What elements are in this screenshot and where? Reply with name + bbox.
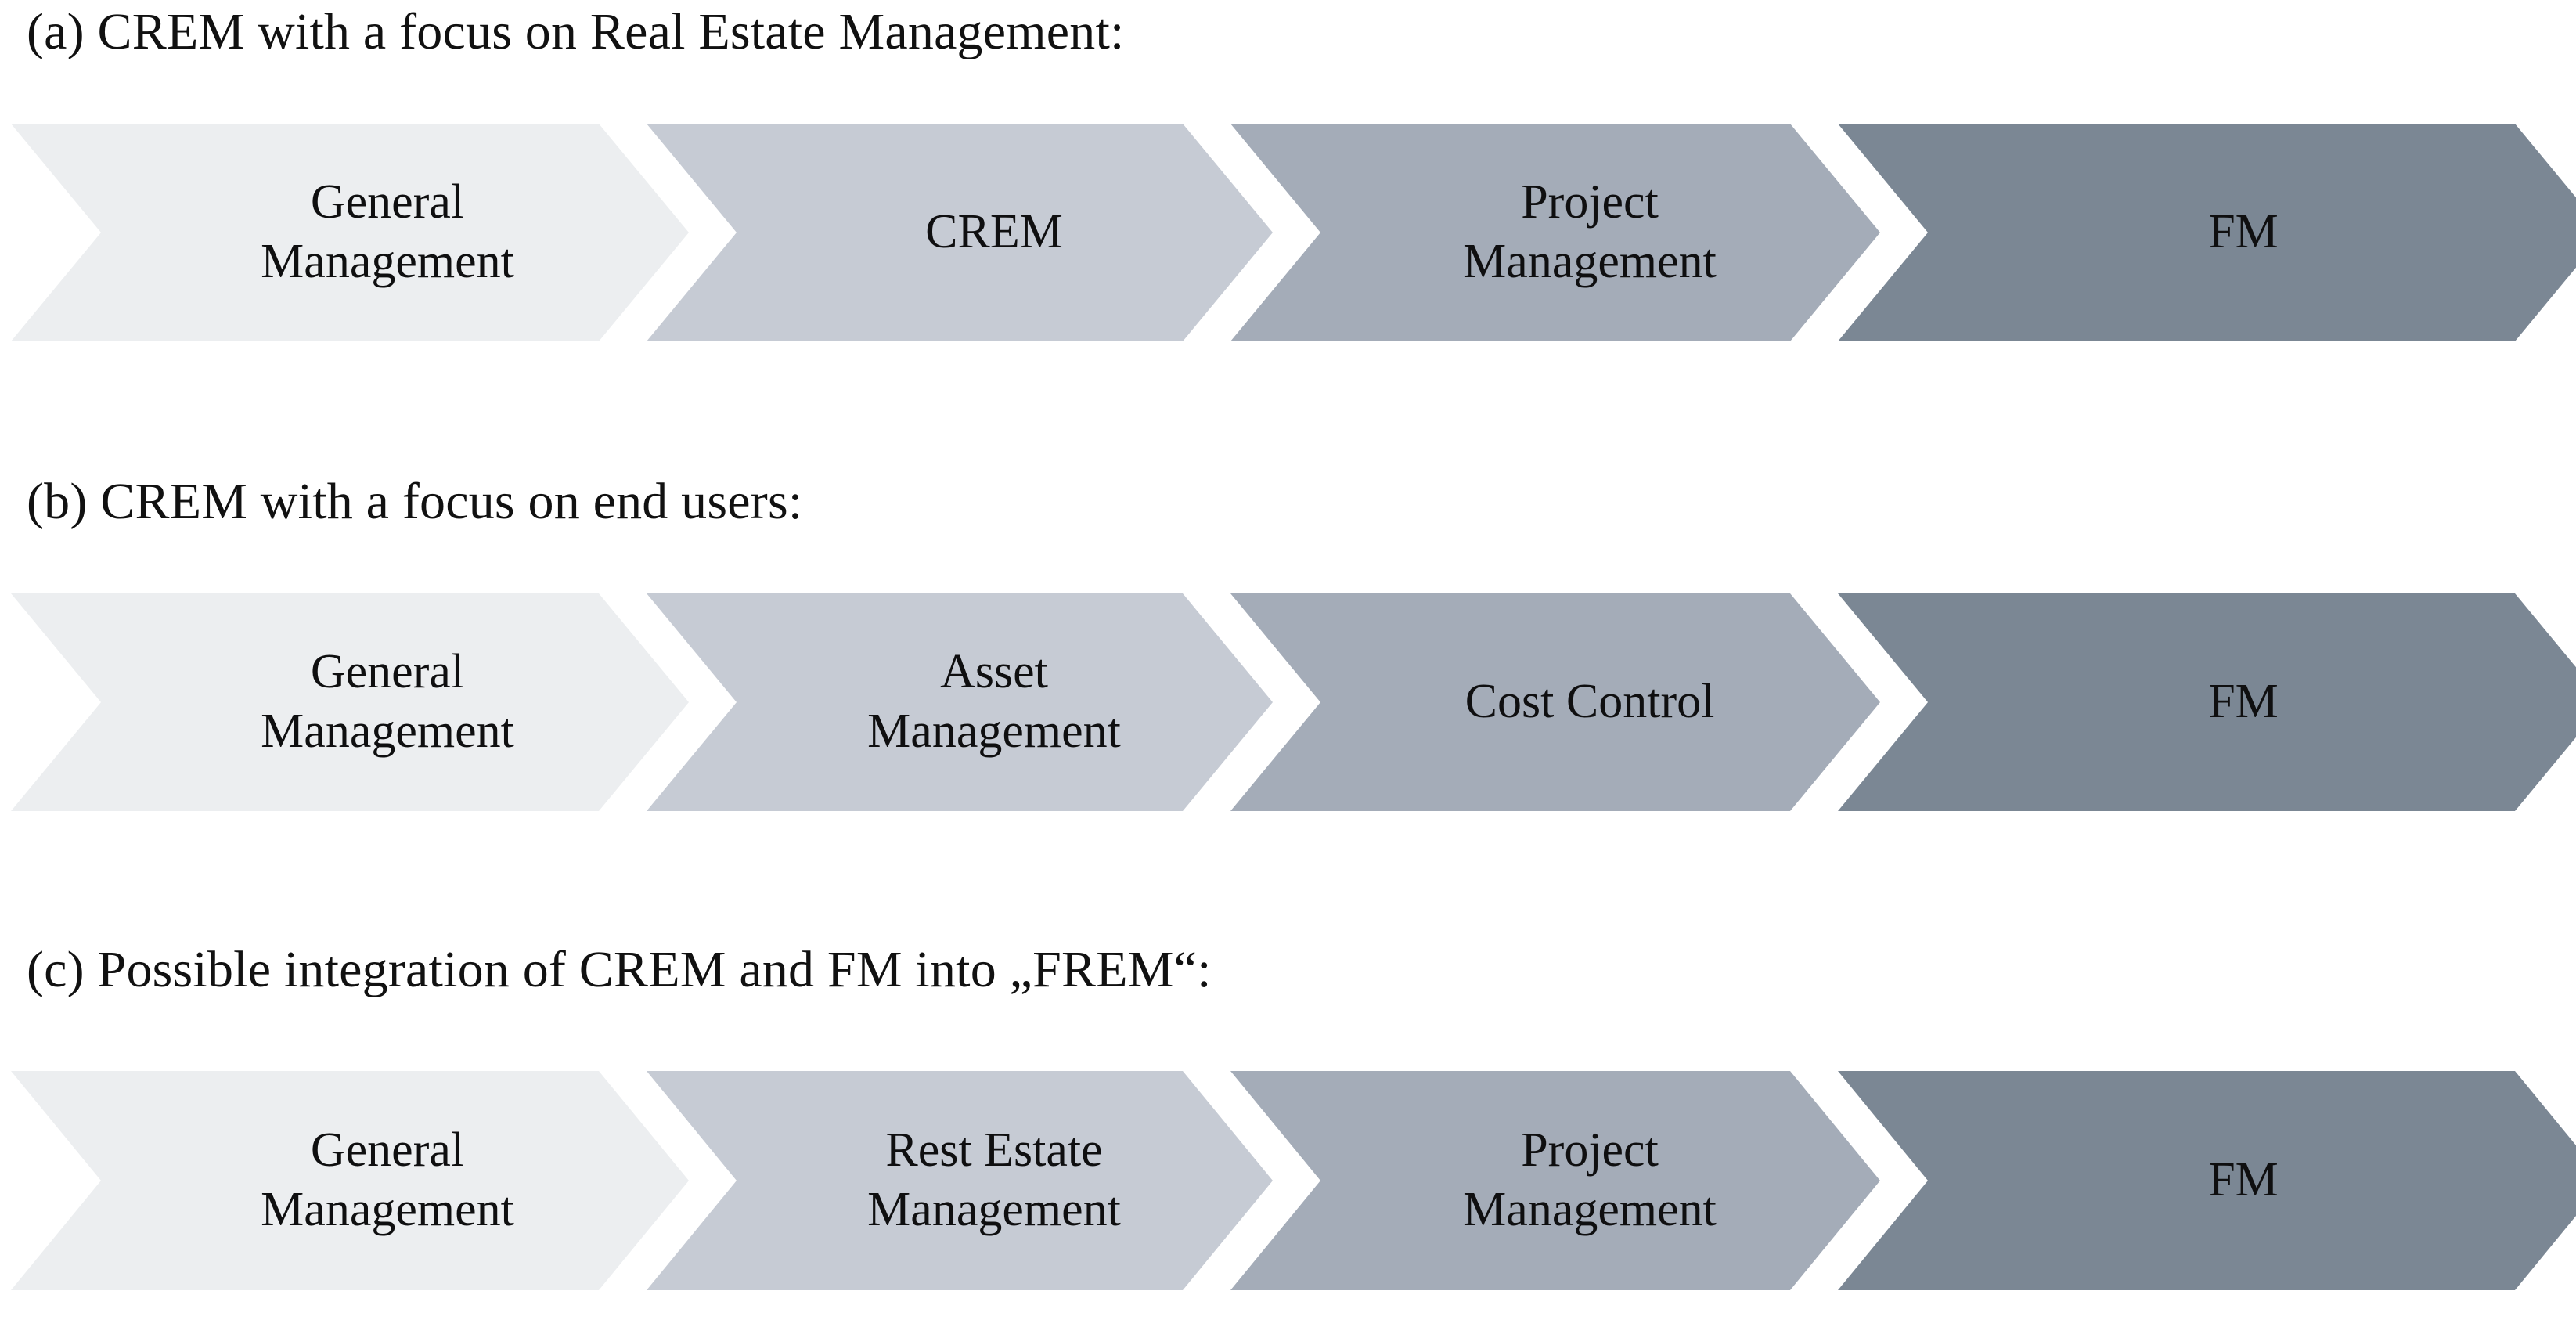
chevron-a-step-1-label: General Management xyxy=(247,173,528,291)
chevron-row-a: General Management CREM Project Manageme… xyxy=(0,124,2576,341)
chevron-a-step-2-line1: CREM xyxy=(925,205,1063,259)
chevron-b-step-4[interactable]: FM xyxy=(1838,593,2576,811)
chevron-b-step-2-label: Asset Management xyxy=(853,643,1135,761)
chevron-b-step-2[interactable]: Asset Management xyxy=(647,593,1273,811)
caption-row-b: (b) CREM with a focus on end users: xyxy=(27,473,803,530)
chevron-c-step-1-line1: General xyxy=(310,1123,465,1177)
chevron-b-step-4-line1: FM xyxy=(2208,675,2279,729)
chevron-b-step-3[interactable]: Cost Control xyxy=(1230,593,1880,811)
chevron-a-step-2[interactable]: CREM xyxy=(647,124,1273,341)
chevron-c-step-3-label: Project Management xyxy=(1449,1121,1731,1239)
chevron-a-step-4-line1: FM xyxy=(2208,205,2279,259)
chevron-b-step-1[interactable]: General Management xyxy=(11,593,689,811)
chevron-c-step-1-label: General Management xyxy=(247,1121,528,1239)
chevron-c-step-2-label: Rest Estate Management xyxy=(853,1121,1135,1239)
chevron-c-step-3[interactable]: Project Management xyxy=(1230,1071,1880,1290)
chevron-c-step-1-line2: Management xyxy=(261,1183,514,1236)
chevron-c-step-4-label: FM xyxy=(2194,1151,2293,1210)
chevron-a-step-1-line1: General xyxy=(310,175,465,229)
chevron-c-step-4-line1: FM xyxy=(2208,1153,2279,1207)
chevron-a-step-1-line2: Management xyxy=(261,235,514,288)
chevron-b-step-3-label: Cost Control xyxy=(1451,673,1729,732)
chevron-b-step-1-label: General Management xyxy=(247,643,528,761)
chevron-c-step-1[interactable]: General Management xyxy=(11,1071,689,1290)
caption-row-a: (a) CREM with a focus on Real Estate Man… xyxy=(27,3,1125,60)
chevron-row-b: General Management Asset Management Cost… xyxy=(0,593,2576,811)
chevron-c-step-4[interactable]: FM xyxy=(1838,1071,2576,1290)
chevron-b-step-2-line2: Management xyxy=(867,705,1121,758)
chevron-a-step-4-label: FM xyxy=(2194,203,2293,262)
chevron-c-step-3-line2: Management xyxy=(1463,1183,1717,1236)
chevron-a-step-3-line1: Project xyxy=(1521,175,1659,229)
chevron-a-step-3-label: Project Management xyxy=(1449,173,1731,291)
chevron-c-step-2-line1: Rest Estate xyxy=(885,1123,1103,1177)
chevron-b-step-1-line2: Management xyxy=(261,705,514,758)
chevron-a-step-3-line2: Management xyxy=(1463,235,1717,288)
chevron-a-step-4[interactable]: FM xyxy=(1838,124,2576,341)
chevron-c-step-2[interactable]: Rest Estate Management xyxy=(647,1071,1273,1290)
chevron-c-step-3-line1: Project xyxy=(1521,1123,1659,1177)
chevron-b-step-2-line1: Asset xyxy=(940,645,1048,699)
chevron-row-c: General Management Rest Estate Managemen… xyxy=(0,1071,2576,1290)
chevron-a-step-3[interactable]: Project Management xyxy=(1230,124,1880,341)
caption-row-c: (c) Possible integration of CREM and FM … xyxy=(27,941,1212,998)
chevron-b-step-4-label: FM xyxy=(2194,673,2293,732)
chevron-b-step-3-line1: Cost Control xyxy=(1465,675,1715,729)
chevron-a-step-2-label: CREM xyxy=(911,203,1077,262)
chevron-a-step-1[interactable]: General Management xyxy=(11,124,689,341)
chevron-b-step-1-line1: General xyxy=(310,645,465,699)
chevron-c-step-2-line2: Management xyxy=(867,1183,1121,1236)
